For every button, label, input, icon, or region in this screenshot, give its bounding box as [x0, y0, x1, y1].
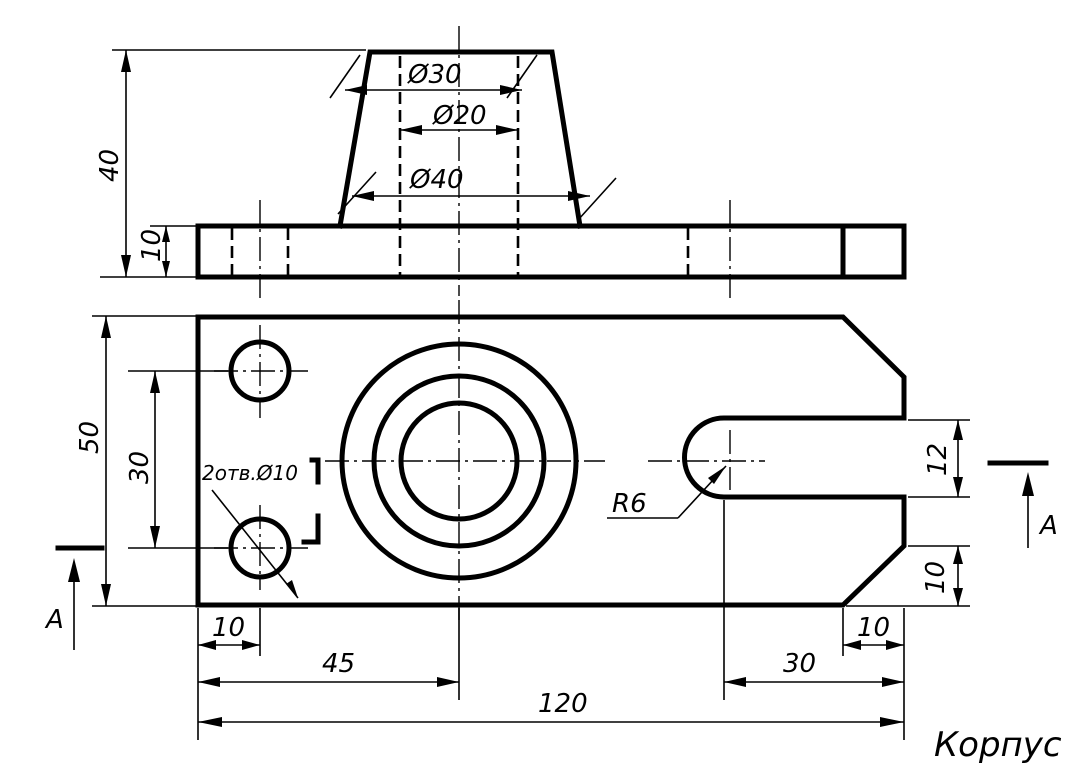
arrow-w50-top [101, 316, 111, 338]
arrow-r6 [708, 466, 726, 484]
arrow-h40-bottom [121, 255, 131, 277]
dim-h10-text: 10 [137, 229, 167, 262]
arrow-d30-right [500, 85, 522, 95]
arrow-h40-top [121, 50, 131, 72]
arrow-d40-right [568, 191, 590, 201]
dim-chamfer10v-text: 10 [921, 561, 951, 594]
arrow-d20-right [496, 125, 518, 135]
arrow-d30-left [345, 85, 367, 95]
cut-mark-upper [309, 457, 321, 485]
dim-len120-text: 120 [538, 689, 588, 719]
arrow-d40-left [352, 191, 374, 201]
front-view: Ø30 Ø20 Ø40 40 10 [95, 26, 907, 300]
arrow-len120-left [198, 717, 222, 727]
arrow-left10-right [242, 640, 260, 650]
arrow-leader-holes [286, 580, 298, 598]
ext-d40-right [577, 177, 617, 221]
cut-mark-lower [301, 513, 321, 545]
dim-w50-text: 50 [75, 421, 105, 454]
dim-left10-text: 10 [212, 613, 245, 643]
arrow-chamfer10h-right [886, 640, 904, 650]
ext-d30-left [329, 54, 361, 99]
arrow-chamfer10v-top [953, 546, 963, 564]
dim-h40-text: 40 [95, 149, 125, 182]
drawing-title: Корпус [934, 725, 1062, 765]
arrow-x45-right [437, 677, 459, 687]
arrow-chamfer10h-left [843, 640, 861, 650]
top-view: 2отв.Ø10 R6 50 30 12 10 [75, 300, 970, 740]
arrow-w50-bottom [101, 584, 111, 606]
arrow-d20-left [400, 125, 422, 135]
dim-x45-text: 45 [322, 649, 355, 679]
dim-right30-text: 30 [783, 649, 816, 679]
dim-d30-text: Ø30 [407, 60, 462, 90]
arrow-left10-left [198, 640, 216, 650]
base-plate-outline [195, 223, 907, 280]
holes-note-text: 2отв.Ø10 [202, 461, 298, 485]
dim-slot12-text: 12 [923, 443, 953, 476]
arrow-len120-right [880, 717, 904, 727]
arrow-s30-bottom [150, 526, 160, 548]
arrow-right30-left [724, 677, 746, 687]
section-marker-right: A [987, 460, 1058, 548]
cone-boss-outline [337, 49, 583, 229]
dim-r6-text: R6 [612, 489, 647, 519]
section-label-right: A [1038, 511, 1058, 541]
arrow-h10-bottom [162, 261, 170, 277]
arrow-right30-right [882, 677, 904, 687]
ext-d40-left [337, 171, 377, 215]
dim-chamfer10h-text: 10 [857, 613, 890, 643]
arrow-slot12-top [953, 420, 963, 440]
leader-holes [211, 489, 299, 599]
dim-d20-text: Ø20 [432, 101, 487, 131]
slot-outline [682, 415, 907, 500]
section-arrow-head-left [68, 558, 80, 582]
arrow-slot12-bottom [953, 477, 963, 497]
arrow-h10-top [162, 226, 170, 242]
arrow-chamfer10v-bottom [953, 588, 963, 606]
top-view-outline [195, 314, 907, 608]
section-arrow-head-right [1022, 472, 1034, 496]
section-label-left: A [44, 605, 64, 635]
dim-s30-text: 30 [125, 451, 155, 484]
section-marker-left: A [44, 545, 105, 650]
arrow-x45-left [198, 677, 220, 687]
dim-d40-text: Ø40 [409, 165, 464, 195]
arrow-s30-top [150, 371, 160, 393]
